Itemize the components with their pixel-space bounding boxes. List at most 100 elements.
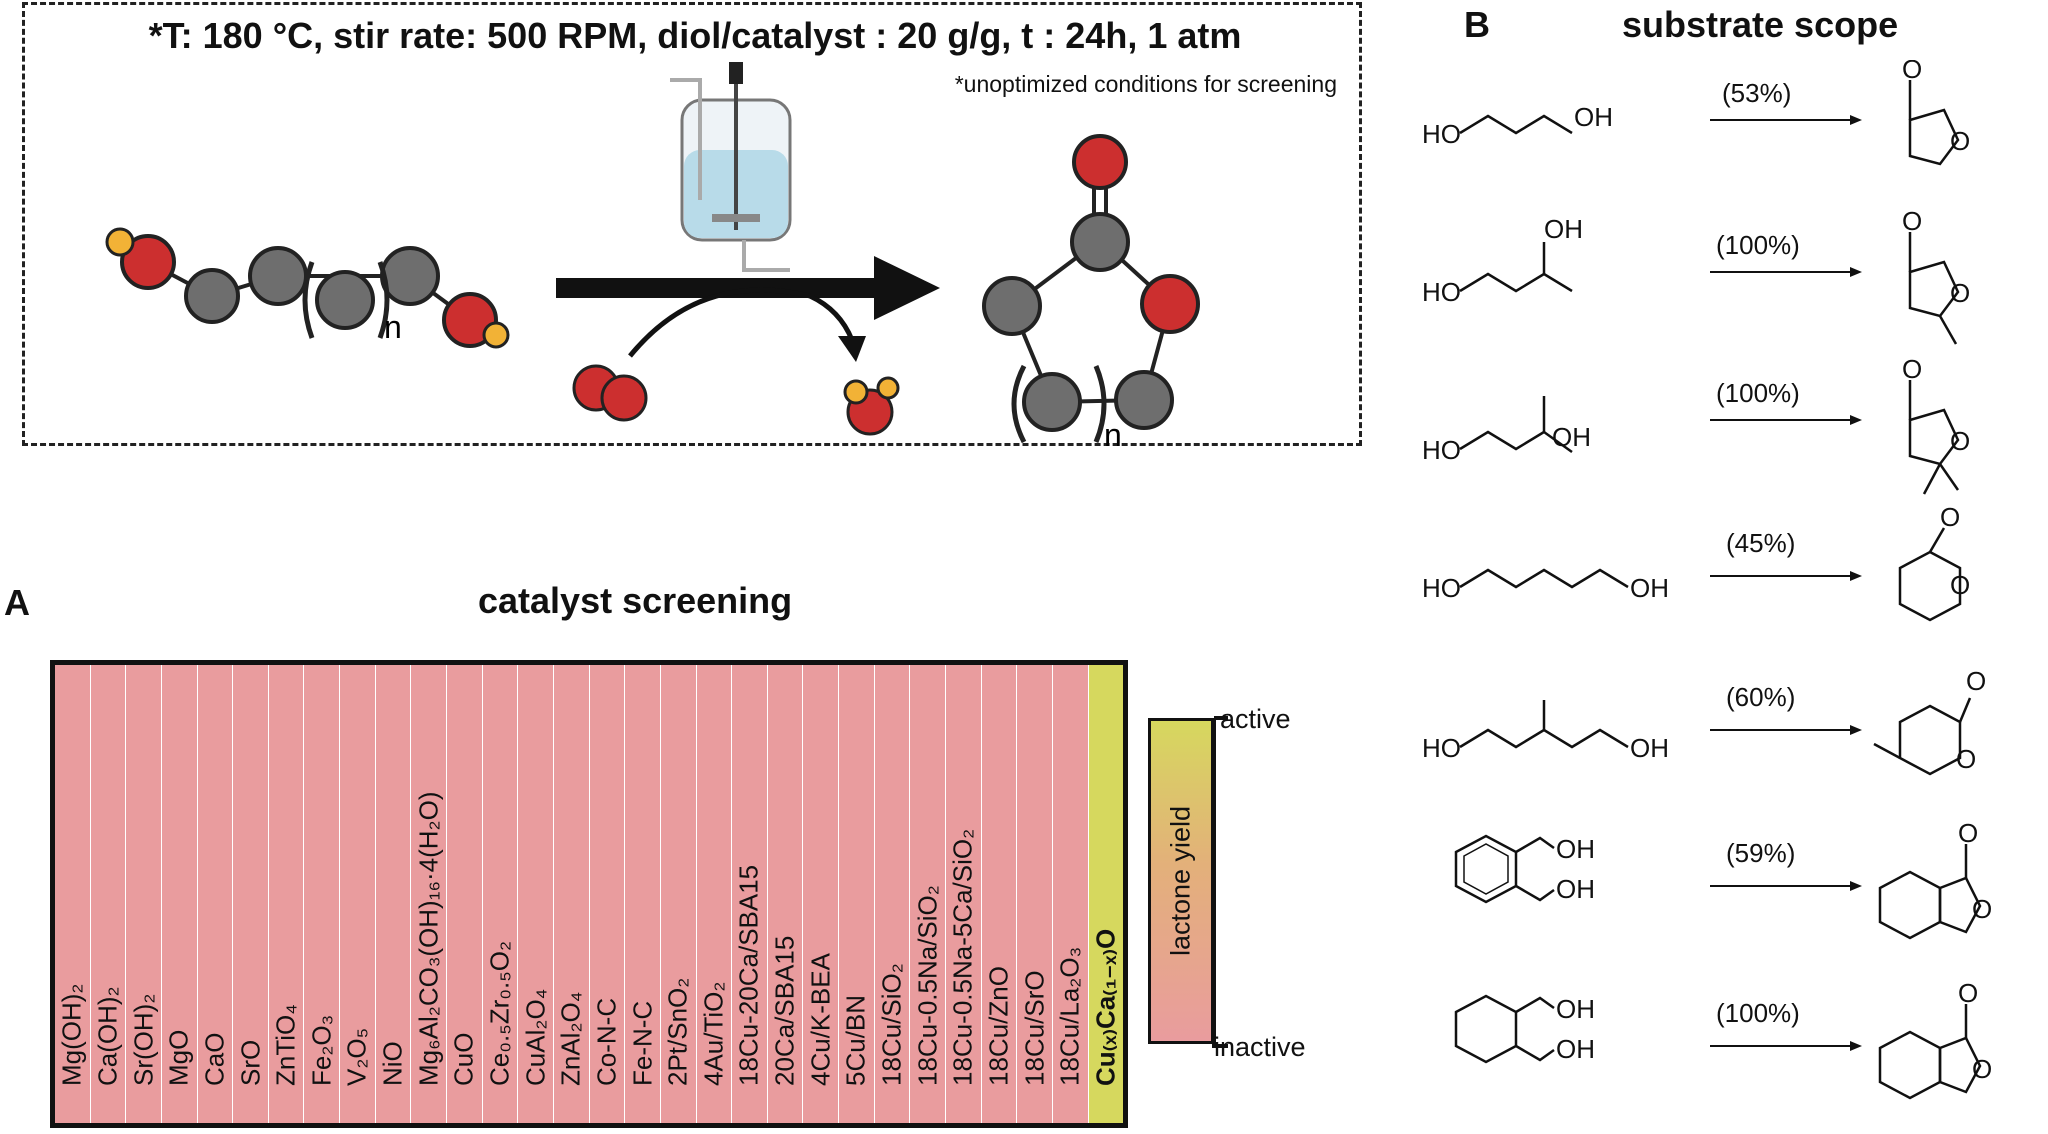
catalyst-bar: MgO bbox=[161, 665, 198, 1123]
reactor-icon bbox=[670, 62, 792, 272]
catalyst-label: 18Cu/SiO₂ bbox=[876, 963, 907, 1086]
row-6-carbonyl-o: O bbox=[1958, 818, 1978, 848]
colorbar-top-label: active bbox=[1220, 704, 1291, 734]
conditions-box: *T: 180 °C, stir rate: 500 RPM, diol/cat… bbox=[22, 2, 1362, 446]
row-3-ring-o: O bbox=[1950, 426, 1970, 456]
row-1-ho: HO bbox=[1422, 119, 1461, 149]
catalyst-label: 4Cu/K-BEA bbox=[805, 953, 836, 1086]
substrate-scope: HO OH (53%) O O HO OH (100%) O O HO OH (… bbox=[1422, 60, 1992, 1100]
catalyst-bar: ZnAl₂O₄ bbox=[553, 665, 590, 1123]
catalyst-bar: 2Pt/SnO₂ bbox=[660, 665, 697, 1123]
catalyst-bar: Ce₀.₅Zr₀.₅O₂ bbox=[482, 665, 519, 1123]
row-2-oh: OH bbox=[1544, 214, 1583, 244]
row-7-carbonyl-o: O bbox=[1958, 978, 1978, 1008]
catalyst-bar: 18Cu-0.5Na/SiO₂ bbox=[910, 665, 947, 1123]
catalyst-bar: CuO bbox=[447, 665, 483, 1123]
catalyst-label: 2Pt/SnO₂ bbox=[662, 977, 693, 1086]
row-3: HO OH (100%) O O bbox=[1422, 354, 1970, 495]
catalyst-label: Sr(OH)₂ bbox=[128, 993, 159, 1086]
row-7-ring-o: O bbox=[1972, 1054, 1992, 1084]
catalyst-bar: 18Cu-20Ca/SBA15 bbox=[732, 665, 768, 1123]
panel-a-title: catalyst screening bbox=[478, 580, 793, 621]
catalyst-label: MgO bbox=[163, 1029, 194, 1086]
oxygen-molecule bbox=[572, 364, 648, 422]
catalyst-label: V₂O₅ bbox=[341, 1027, 372, 1086]
row-7-yield: (100%) bbox=[1716, 998, 1800, 1028]
catalyst-bar: 18Cu/SrO bbox=[1017, 665, 1053, 1123]
diol-molecule bbox=[105, 227, 510, 349]
catalyst-label: 18Cu/ZnO bbox=[983, 966, 1014, 1086]
catalyst-bar: Co-N-C bbox=[589, 665, 626, 1123]
row-2-yield: (100%) bbox=[1716, 230, 1800, 260]
catalyst-bar: 18Cu-0.5Na-5Ca/SiO₂ bbox=[946, 665, 982, 1123]
row-2: HO OH (100%) O O bbox=[1422, 206, 1970, 345]
row-4-ring-o: O bbox=[1950, 570, 1970, 600]
catalyst-label: Ce₀.₅Zr₀.₅O₂ bbox=[484, 940, 515, 1086]
catalyst-bar: SrO bbox=[233, 665, 269, 1123]
row-6: OH OH (59%) O O bbox=[1454, 818, 1992, 940]
row-5: HO OH (60%) O O bbox=[1422, 666, 1986, 776]
catalyst-label: CuO bbox=[448, 1032, 479, 1086]
reaction-scheme: n bbox=[105, 62, 1200, 450]
row-2-ring-o: O bbox=[1950, 278, 1970, 308]
row-1-carbonyl-o: O bbox=[1902, 60, 1922, 84]
catalyst-bar: CuAl₂O₄ bbox=[518, 665, 554, 1123]
catalyst-bar: 18Cu/SiO₂ bbox=[874, 665, 911, 1123]
catalyst-label: 20Ca/SBA15 bbox=[769, 935, 800, 1086]
catalyst-label: Cu₍ₓ₎Ca₍₁₋ₓ₎O bbox=[1090, 928, 1121, 1086]
n-label-left: n bbox=[384, 309, 402, 345]
row-4: HO OH (45%) O O bbox=[1422, 502, 1970, 622]
row-5-carbonyl-o: O bbox=[1966, 666, 1986, 696]
row-5-oh: OH bbox=[1630, 733, 1669, 763]
catalyst-bar: Mg(OH)₂ bbox=[55, 665, 91, 1123]
row-4-oh: OH bbox=[1630, 573, 1669, 603]
row-4-ho: HO bbox=[1422, 573, 1461, 603]
row-1: HO OH (53%) O O bbox=[1422, 60, 1970, 166]
catalyst-label: Mg₆Al₂CO₃(OH)₁₆·4(H₂O) bbox=[413, 791, 444, 1086]
catalyst-bar: ZnTiO₄ bbox=[268, 665, 305, 1123]
catalyst-label: 18Cu/La₂O₃ bbox=[1054, 946, 1085, 1086]
row-7: OH OH (100%) O O bbox=[1454, 978, 1992, 1100]
row-5-yield: (60%) bbox=[1726, 682, 1795, 712]
row-6-ring-o: O bbox=[1972, 894, 1992, 924]
catalyst-label: ZnTiO₄ bbox=[270, 1004, 301, 1086]
catalyst-label: 5Cu/BN bbox=[840, 994, 871, 1086]
row-3-oh: OH bbox=[1552, 422, 1591, 452]
row-6-yield: (59%) bbox=[1726, 838, 1795, 868]
catalyst-label: Fe₂O₃ bbox=[306, 1014, 337, 1086]
row-3-yield: (100%) bbox=[1716, 378, 1800, 408]
row-7-oh-1: OH bbox=[1556, 994, 1595, 1024]
catalyst-bar: 5Cu/BN bbox=[839, 665, 875, 1123]
yield-colorbar bbox=[1148, 718, 1214, 1044]
catalyst-label: CuAl₂O₄ bbox=[520, 988, 551, 1086]
catalyst-label: 18Cu-0.5Na/SiO₂ bbox=[912, 885, 943, 1086]
catalyst-bar: V₂O₅ bbox=[340, 665, 376, 1123]
row-1-ring-o: O bbox=[1950, 126, 1970, 156]
catalyst-label: Mg(OH)₂ bbox=[56, 983, 87, 1086]
catalyst-bar: 18Cu/ZnO bbox=[981, 665, 1018, 1123]
catalyst-label: NiO bbox=[377, 1041, 408, 1086]
panel-b-letter: B bbox=[1464, 4, 1490, 45]
row-5-ring-o: O bbox=[1956, 744, 1976, 774]
catalyst-bar: Fe₂O₃ bbox=[304, 665, 341, 1123]
row-6-oh-2: OH bbox=[1556, 874, 1595, 904]
n-label-right: n bbox=[1104, 417, 1122, 450]
row-4-yield: (45%) bbox=[1726, 528, 1795, 558]
row-2-ho: HO bbox=[1422, 277, 1461, 307]
catalyst-bar: Sr(OH)₂ bbox=[126, 665, 162, 1123]
row-5-ho: HO bbox=[1422, 733, 1461, 763]
lactone-molecule bbox=[982, 134, 1200, 444]
catalyst-bar: Mg₆Al₂CO₃(OH)₁₆·4(H₂O) bbox=[411, 665, 448, 1123]
catalyst-label: Fe-N-C bbox=[627, 1000, 658, 1086]
conditions-title: *T: 180 °C, stir rate: 500 RPM, diol/cat… bbox=[148, 15, 1242, 56]
catalyst-label: ZnAl₂O₄ bbox=[555, 991, 586, 1086]
catalyst-bar: NiO bbox=[375, 665, 412, 1123]
catalyst-label: Ca(OH)₂ bbox=[92, 986, 123, 1086]
catalyst-bar: Cu₍ₓ₎Ca₍₁₋ₓ₎O bbox=[1088, 665, 1124, 1123]
panel-a-letter: A bbox=[4, 582, 30, 623]
catalyst-bar: Ca(OH)₂ bbox=[90, 665, 127, 1123]
row-2-carbonyl-o: O bbox=[1902, 206, 1922, 236]
reaction-arrow bbox=[556, 256, 940, 362]
catalyst-label: SrO bbox=[235, 1039, 266, 1086]
